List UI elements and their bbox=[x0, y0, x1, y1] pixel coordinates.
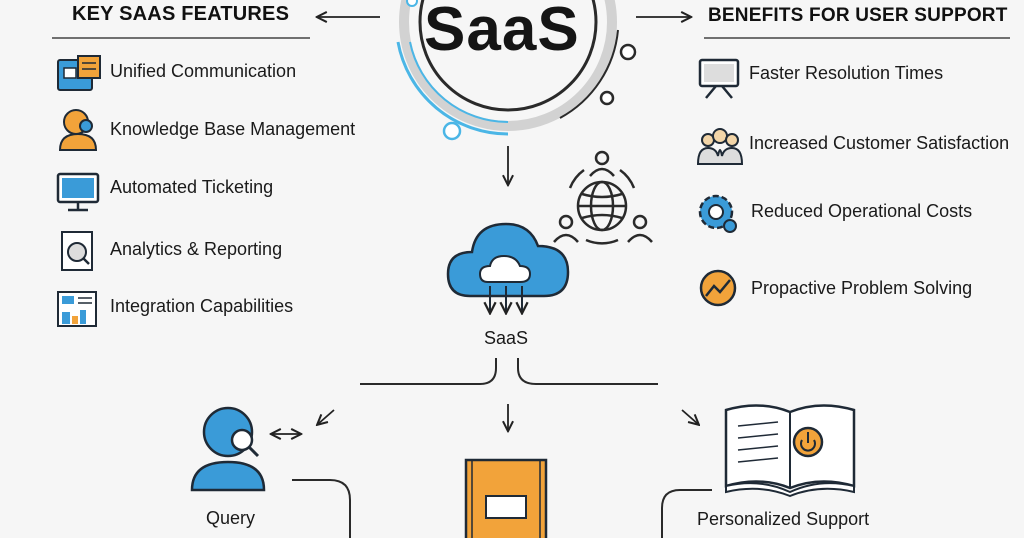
feature-label-4: Analytics & Reporting bbox=[110, 239, 283, 259]
arrow-to-support bbox=[681, 409, 698, 424]
query-person-icon bbox=[190, 406, 266, 492]
knowledge-book-icon bbox=[464, 458, 548, 538]
integration-dashboard-icon bbox=[57, 291, 97, 327]
communication-monitor-icon bbox=[57, 55, 101, 91]
hub-title: SaaS bbox=[424, 0, 580, 64]
analytics-icon bbox=[61, 231, 93, 271]
branch-connector bbox=[360, 358, 658, 385]
open-book-icon bbox=[724, 404, 856, 498]
query-connector bbox=[292, 479, 351, 538]
trend-circle-icon bbox=[699, 269, 737, 307]
ticket-monitor-icon bbox=[56, 172, 100, 212]
user-search-icon bbox=[58, 109, 98, 151]
arrow-to-query bbox=[318, 409, 335, 424]
gear-cost-icon bbox=[698, 194, 737, 233]
feature-label-1: Unified Communication bbox=[110, 61, 297, 81]
query-label: Query bbox=[206, 508, 256, 528]
feature-label-3: Automated Ticketing bbox=[110, 177, 274, 197]
customers-icon bbox=[696, 128, 744, 165]
support-connector bbox=[661, 489, 712, 538]
cloud-label: SaaS bbox=[484, 328, 529, 348]
left-heading: KEY SAAS FEATURES bbox=[72, 3, 290, 25]
benefit-label-1: Faster Resolution Times bbox=[749, 63, 944, 83]
saas-hub bbox=[396, 0, 637, 141]
benefit-label-4: Propactive Problem Solving bbox=[751, 278, 973, 298]
benefit-label-2: Increased Customer Satisfaction bbox=[749, 133, 1010, 153]
feature-label-2: Knowledge Base Management bbox=[110, 119, 356, 139]
cloud-icon bbox=[446, 222, 570, 312]
feature-label-5: Integration Capabilities bbox=[110, 296, 294, 316]
benefit-label-3: Reduced Operational Costs bbox=[751, 201, 973, 221]
fast-monitor-icon bbox=[698, 58, 740, 99]
global-network-icon bbox=[553, 150, 653, 245]
support-label: Personalized Support bbox=[697, 509, 870, 529]
right-heading: BENEFITS FOR USER SUPPORT bbox=[708, 5, 1008, 26]
